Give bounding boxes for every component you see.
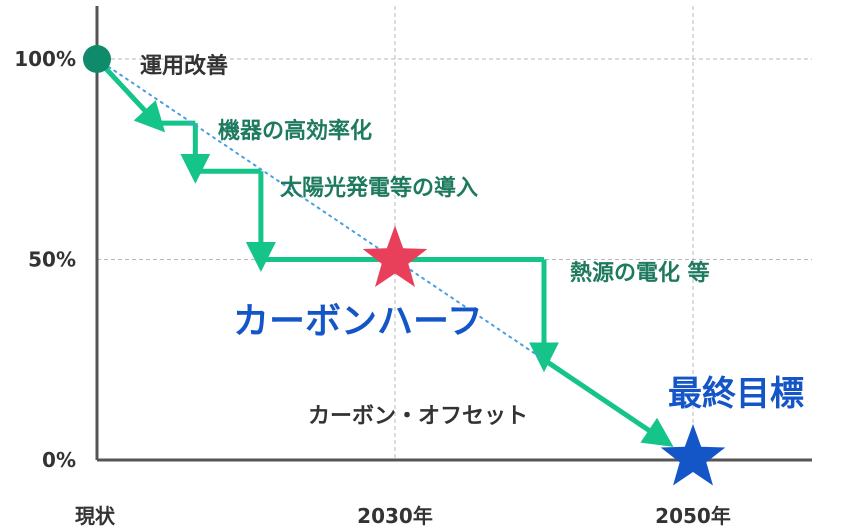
annotation-heat-electrification: 熱源の電化 等 (570, 260, 710, 286)
start-point-marker (83, 45, 111, 73)
x-tick-label: 2030年 (357, 504, 433, 528)
trend-dotted-line (96, 58, 545, 361)
annotation-operation-improvement: 運用改善 (140, 53, 228, 79)
x-tick-label: 現状 (75, 504, 116, 528)
annotation-carbon-half: カーボンハーフ (233, 301, 483, 342)
annotation-solar-introduction: 太陽光発電等の導入 (280, 175, 478, 201)
final-goal-star-icon (660, 424, 726, 486)
annotation-final-goal: 最終目標 (668, 374, 804, 414)
annotation-carbon-offset: カーボン・オフセット (308, 404, 528, 429)
reduction-step-segment (95, 57, 166, 133)
x-tick-label: 2050年 (655, 504, 731, 528)
series (95, 57, 674, 447)
carbon-half-star-icon (362, 225, 428, 287)
y-tick-label: 50% (28, 248, 76, 272)
markers (83, 45, 726, 486)
tick-labels: 100% 50% 0% 現状 2030年 2050年 (14, 47, 731, 528)
y-tick-label: 100% (14, 47, 76, 71)
reduction-step-segment (542, 357, 674, 447)
annotation-equipment-efficiency: 機器の高効率化 (218, 118, 372, 144)
y-tick-label: 0% (42, 448, 76, 472)
